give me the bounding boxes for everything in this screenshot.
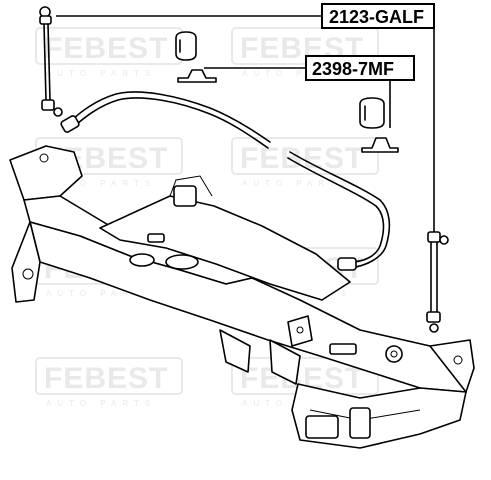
watermark-tagline: AUTO PARTS: [46, 179, 156, 188]
bushing-right: [359, 97, 385, 129]
watermark-tagline: AUTO PARTS: [46, 289, 156, 298]
bushing-left: [175, 31, 197, 61]
watermark-bottom-left: FEBEST AUTO PARTS: [35, 357, 183, 408]
subframe: [9, 145, 475, 449]
watermark-tagline: AUTO PARTS: [46, 399, 156, 408]
watermark-mid-right: FEBEST AUTO PARTS: [231, 137, 379, 188]
watermark-brand: FEBEST: [44, 362, 168, 395]
part-number-2398-7mf: 2398-7MF: [312, 59, 394, 79]
watermark-tagline: AUTO PARTS: [46, 69, 156, 78]
leader-lines: [56, 15, 435, 232]
part-label-2123-galf[interactable]: 2123-GALF: [321, 3, 435, 29]
watermark-tagline: AUTO PARTS: [242, 289, 352, 298]
watermark-top-left: FEBEST AUTO PARTS: [35, 27, 183, 78]
part-label-2398-7mf[interactable]: 2398-7MF: [305, 55, 415, 81]
part-number-2123-galf: 2123-GALF: [329, 7, 424, 27]
watermark-tagline: AUTO PARTS: [242, 179, 352, 188]
watermark-tagline: AUTO PARTS: [242, 69, 352, 78]
bracket-right: [361, 137, 399, 153]
stabilizer-bar: [60, 91, 391, 271]
watermark-brand: FEBEST: [44, 32, 168, 65]
stabilizer-link-left: [39, 6, 63, 117]
stabilizer-link-right: [426, 231, 449, 333]
bracket-left: [177, 69, 217, 83]
